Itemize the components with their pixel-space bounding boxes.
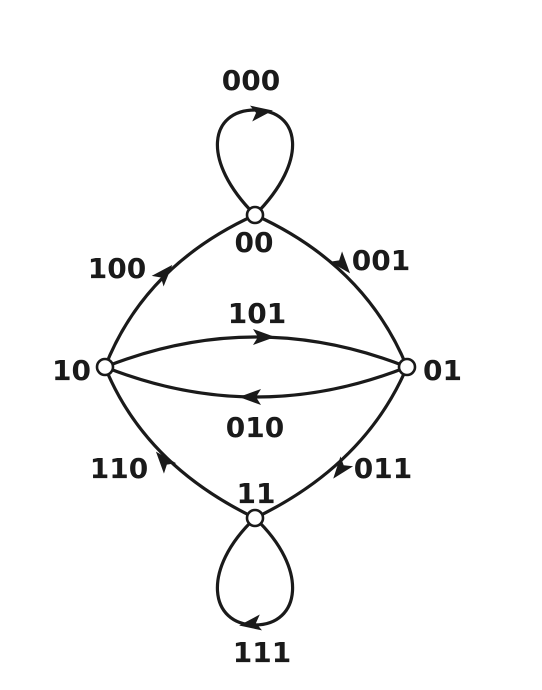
edge-label-111: 111: [233, 636, 291, 669]
arrowhead-111: [239, 614, 263, 631]
node-00: [245, 205, 265, 225]
edge-label-011: 011: [354, 452, 412, 485]
arrowhead-010: [239, 389, 261, 405]
edge-label-000: 000: [222, 64, 280, 97]
edge-label-010: 010: [226, 411, 284, 444]
edge-label-100: 100: [88, 252, 146, 285]
edge-label-001: 001: [352, 244, 410, 277]
edge-000-loop: [215, 108, 295, 217]
node-label-01: 01: [423, 354, 462, 387]
edge-111-loop: [215, 516, 295, 627]
edge-001: [253, 213, 409, 369]
node-10: [95, 357, 115, 377]
node-01: [397, 357, 417, 377]
arrowhead-101: [253, 329, 275, 345]
node-label-11: 11: [237, 477, 276, 510]
edge-label-110: 110: [90, 452, 148, 485]
arrowhead-110: [155, 451, 177, 474]
arrowhead-000: [249, 105, 273, 122]
edge-label-101: 101: [228, 297, 286, 330]
node-label-10: 10: [52, 354, 91, 387]
arrowhead-001: [329, 251, 351, 274]
node-11: [245, 508, 265, 528]
arrowhead-100: [151, 264, 173, 287]
edge-101: [103, 335, 409, 369]
arrowhead-011: [333, 456, 354, 479]
edge-011: [253, 365, 409, 520]
edge-110: [103, 365, 257, 520]
node-label-00: 00: [235, 226, 274, 259]
